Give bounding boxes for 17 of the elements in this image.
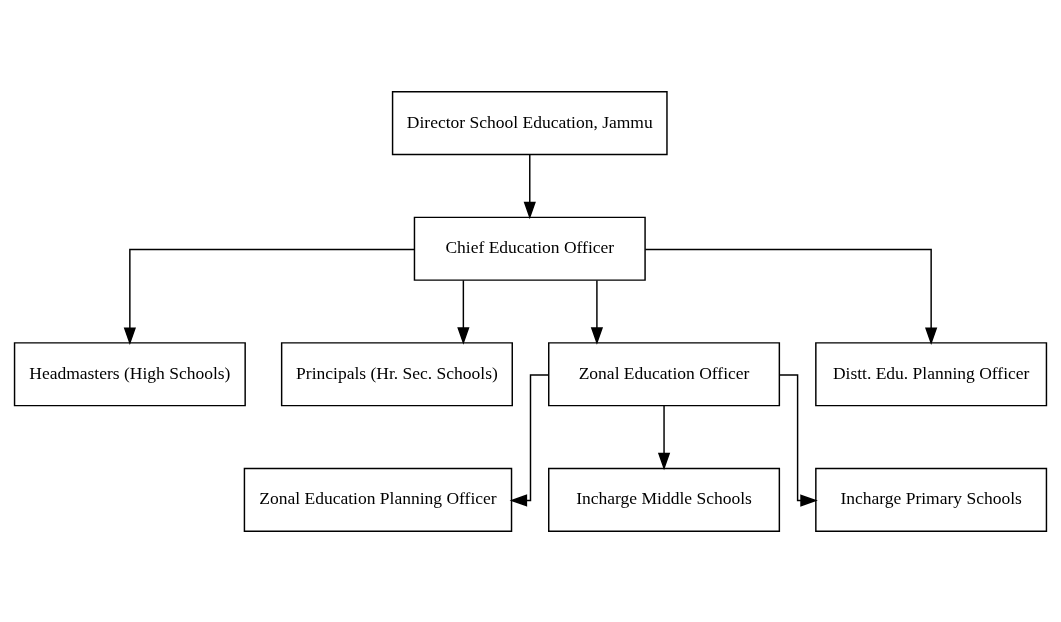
arrow xyxy=(509,373,550,507)
node-box: Zonal Education Planning Officer xyxy=(243,467,513,532)
node-box: Director School Education, Jammu xyxy=(391,90,668,155)
arrow xyxy=(590,279,604,345)
arrow xyxy=(457,279,470,345)
node-box: Incharge Middle Schools xyxy=(548,467,781,532)
node-box: Principals (Hr. Sec. Schools) xyxy=(280,341,513,406)
arrow xyxy=(644,248,938,345)
arrow xyxy=(778,373,818,507)
arrow xyxy=(123,248,415,345)
node-box: Distt. Edu. Planning Officer xyxy=(815,341,1048,406)
node-box: Zonal Education Officer xyxy=(548,341,781,406)
node-box: Incharge Primary Schools xyxy=(815,467,1048,532)
arrow xyxy=(657,404,671,470)
arrow xyxy=(523,153,536,219)
node-box: Headmasters (High Schools) xyxy=(13,341,246,406)
node-box: Chief Education Officer xyxy=(413,216,646,281)
